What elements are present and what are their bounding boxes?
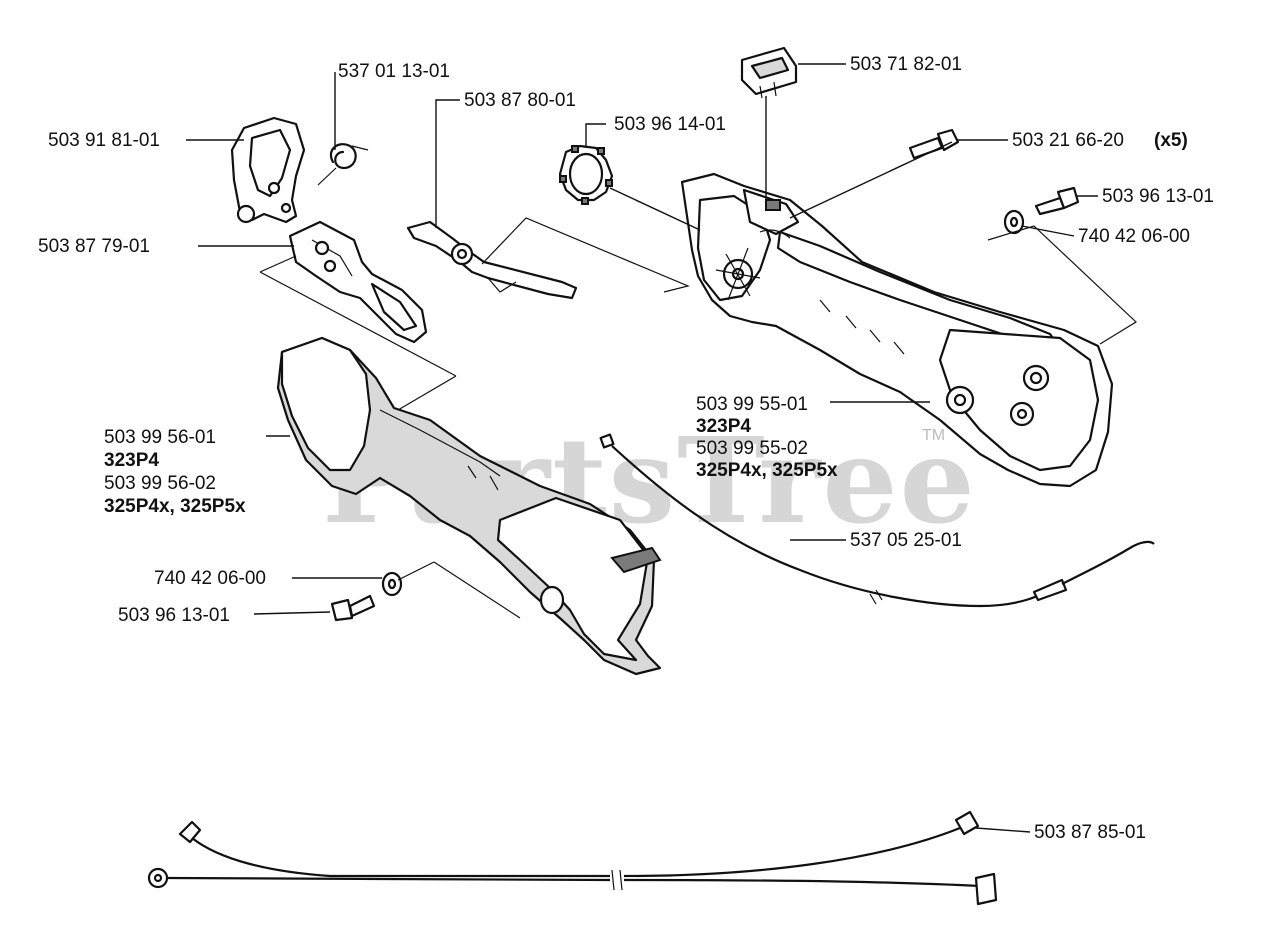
label-503-99-55-01: 503 99 55-01	[696, 394, 808, 415]
label-503-96-14-01: 503 96 14-01	[614, 114, 726, 135]
label-503-99-56-02: 503 99 56-02	[104, 473, 216, 494]
label-503-96-13-01-bottom: 503 96 13-01	[118, 605, 230, 626]
switch-part	[740, 46, 798, 99]
bracket-part	[230, 116, 306, 224]
handle-housing-part	[680, 172, 1114, 488]
lockout-lever-part	[406, 220, 578, 300]
label-503-99-55-01-model: 323P4	[696, 416, 751, 437]
label-503-99-55-02-model: 325P4x, 325P5x	[696, 460, 838, 481]
label-503-71-82-01: 503 71 82-01	[850, 54, 962, 75]
label-503-91-81-01: 503 91 81-01	[48, 130, 160, 151]
nut-ring-part	[558, 144, 614, 205]
screw-top-part	[1034, 186, 1080, 216]
spring-part	[317, 143, 369, 186]
label-740-42-06-00-bottom: 740 42 06-00	[154, 568, 266, 589]
label-503-87-80-01: 503 87 80-01	[464, 90, 576, 111]
throttle-trigger-part	[288, 220, 428, 344]
label-537-05-25-01: 537 05 25-01	[850, 530, 962, 551]
label-503-99-56-01: 503 99 56-01	[104, 427, 216, 448]
label-503-87-79-01: 503 87 79-01	[38, 236, 150, 257]
label-537-01-13-01: 537 01 13-01	[338, 61, 450, 82]
screw-bottom-part	[330, 594, 376, 622]
washer-top-part	[1003, 209, 1025, 235]
label-503-21-66-20-qty: (x5)	[1154, 130, 1188, 151]
label-503-21-66-20: 503 21 66-20	[1012, 130, 1124, 151]
watermark-trademark: TM	[922, 427, 945, 444]
label-503-99-55-02: 503 99 55-02	[696, 438, 808, 459]
label-503-96-13-01-top: 503 96 13-01	[1102, 186, 1214, 207]
label-503-99-56-02-model: 325P4x, 325P5x	[104, 496, 246, 517]
screw-part	[908, 128, 960, 160]
label-740-42-06-00-top: 740 42 06-00	[1078, 226, 1190, 247]
throttle-cable-part	[599, 433, 1155, 608]
label-503-87-85-01: 503 87 85-01	[1034, 822, 1146, 843]
label-503-99-56-01-model: 323P4	[104, 450, 159, 471]
leader-lines	[186, 63, 1137, 833]
washer-bottom-part	[381, 571, 403, 597]
lower-housing-part	[276, 336, 662, 676]
wiring-harness-part	[147, 810, 998, 906]
